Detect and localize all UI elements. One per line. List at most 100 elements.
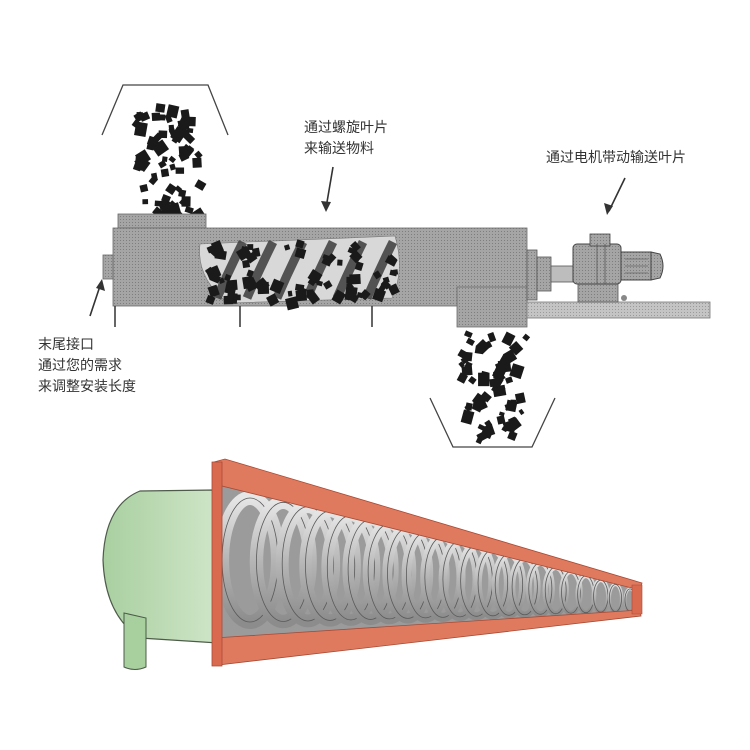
material-chunk bbox=[484, 423, 496, 437]
material-chunk bbox=[151, 139, 170, 157]
material-chunk bbox=[192, 157, 202, 168]
material-chunk bbox=[186, 145, 195, 154]
material-chunk bbox=[484, 419, 493, 428]
material-chunk bbox=[184, 206, 194, 215]
material-chunk bbox=[386, 254, 398, 265]
material-chunk bbox=[257, 288, 264, 294]
screw-flight bbox=[242, 239, 278, 300]
window-material bbox=[204, 239, 400, 311]
material-chunk bbox=[164, 113, 173, 124]
material-chunk bbox=[169, 200, 177, 208]
annotation-tail: 末尾接口 通过您的需求 来调整安装长度 bbox=[38, 335, 136, 398]
material-chunk bbox=[326, 253, 337, 264]
material-chunk bbox=[464, 361, 473, 369]
material-chunk bbox=[294, 283, 305, 292]
material-chunk bbox=[387, 283, 400, 296]
material-chunk bbox=[463, 330, 473, 339]
material-chunk bbox=[283, 244, 291, 251]
material-chunk bbox=[168, 155, 177, 164]
material-chunk bbox=[235, 245, 252, 262]
trough-edge-left bbox=[211, 461, 223, 667]
material-chunk bbox=[508, 340, 524, 356]
material-chunk bbox=[472, 401, 480, 410]
material-chunk bbox=[359, 289, 371, 301]
material-chunk bbox=[161, 156, 168, 162]
inlet-flange bbox=[117, 213, 207, 229]
reducer-top bbox=[589, 233, 611, 247]
material-chunk bbox=[139, 111, 151, 122]
material-chunk bbox=[175, 167, 185, 174]
material-chunk bbox=[316, 280, 324, 287]
annotation-motor: 通过电机带动输送叶片 bbox=[546, 148, 686, 169]
material-chunk bbox=[372, 270, 382, 280]
shaft-coupling bbox=[536, 256, 552, 292]
material-chunk bbox=[253, 277, 270, 293]
material-chunk bbox=[504, 376, 514, 384]
annotation-line: 通过您的需求 bbox=[38, 358, 122, 374]
material-chunk bbox=[224, 281, 238, 295]
material-chunk bbox=[157, 160, 167, 169]
material-chunk bbox=[307, 269, 323, 284]
material-chunk bbox=[346, 276, 353, 284]
material-chunk bbox=[477, 423, 486, 431]
outlet-spout bbox=[456, 286, 528, 328]
arrow-screw bbox=[321, 166, 334, 212]
material-chunk bbox=[458, 361, 465, 368]
material-chunk bbox=[489, 378, 498, 388]
material-chunk bbox=[475, 436, 484, 445]
material-chunk bbox=[457, 348, 468, 360]
material-chunk bbox=[266, 293, 280, 307]
material-chunk bbox=[146, 135, 158, 147]
material-chunk bbox=[480, 370, 489, 378]
annotation-line: 通过电机带动输送叶片 bbox=[546, 150, 686, 166]
material-chunk bbox=[183, 132, 196, 145]
material-chunk bbox=[243, 276, 259, 292]
inlet-material bbox=[131, 103, 207, 226]
material-chunk bbox=[307, 277, 317, 287]
material-chunk bbox=[194, 150, 203, 160]
material-chunk bbox=[378, 284, 387, 293]
material-chunk bbox=[502, 421, 512, 432]
material-chunk bbox=[206, 245, 216, 254]
drive-base bbox=[526, 301, 711, 319]
drive-shaft bbox=[550, 265, 574, 283]
material-chunk bbox=[151, 112, 161, 122]
material-chunk bbox=[349, 249, 363, 264]
material-chunk bbox=[306, 289, 315, 299]
material-chunk bbox=[507, 430, 518, 441]
material-chunk bbox=[155, 103, 166, 113]
material-chunk bbox=[480, 391, 492, 403]
tail-connector bbox=[102, 254, 114, 280]
arrow-motor bbox=[604, 177, 626, 215]
material-chunk bbox=[242, 259, 251, 269]
material-chunk bbox=[233, 294, 241, 301]
annotation-screw-blade: 通过螺旋叶片 来输送物料 bbox=[304, 118, 388, 160]
motor-fan-cover bbox=[650, 251, 664, 281]
annotation-line: 通过螺旋叶片 bbox=[304, 120, 388, 136]
material-chunk bbox=[482, 340, 493, 350]
material-chunk bbox=[168, 124, 175, 133]
material-chunk bbox=[179, 143, 195, 159]
material-chunk bbox=[139, 184, 149, 193]
material-chunk bbox=[509, 363, 525, 380]
inlet-hopper bbox=[101, 84, 229, 136]
conveyor-photo bbox=[102, 458, 643, 670]
material-chunk bbox=[161, 204, 174, 216]
material-chunk bbox=[160, 168, 170, 178]
material-chunk bbox=[224, 273, 232, 282]
material-chunk bbox=[150, 172, 158, 182]
material-chunk bbox=[468, 375, 477, 385]
material-chunk bbox=[350, 240, 361, 252]
material-chunk bbox=[389, 269, 398, 277]
material-chunk bbox=[460, 409, 475, 425]
outlet-hopper bbox=[429, 397, 556, 448]
material-chunk bbox=[348, 292, 360, 304]
material-chunk bbox=[171, 136, 180, 144]
material-chunk bbox=[465, 402, 473, 411]
material-chunk bbox=[497, 359, 512, 373]
material-chunk bbox=[269, 278, 285, 295]
material-chunk bbox=[180, 109, 190, 119]
material-chunk bbox=[337, 259, 343, 266]
material-chunk bbox=[181, 196, 191, 207]
